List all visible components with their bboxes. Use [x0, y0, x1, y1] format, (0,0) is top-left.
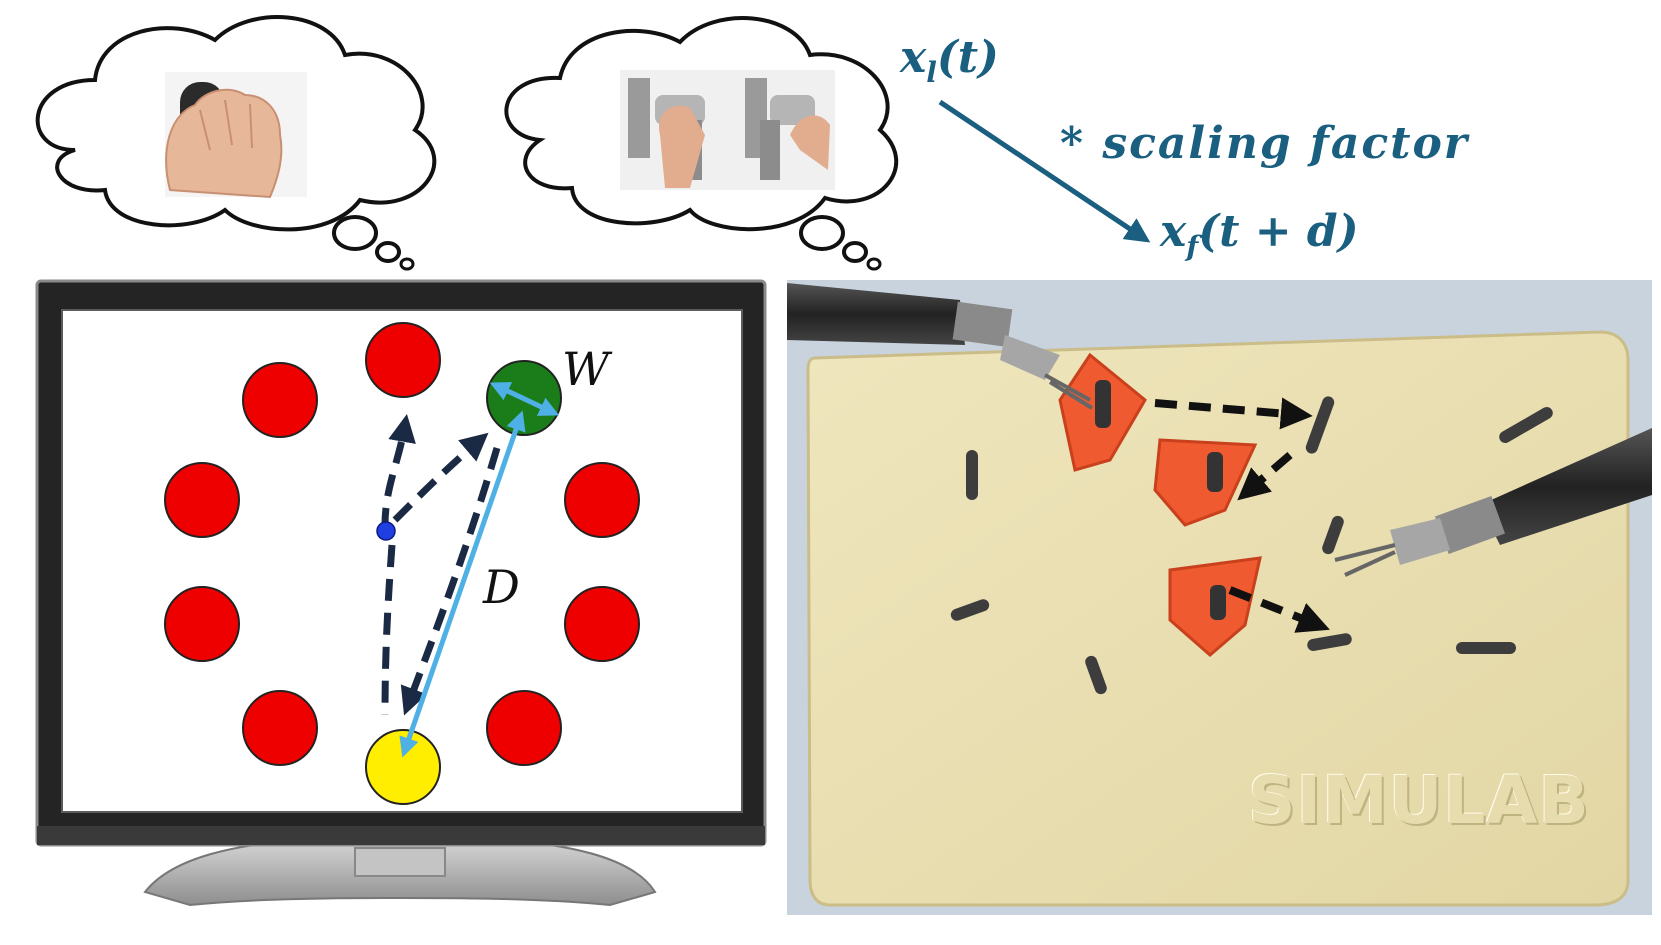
transfer-arrow [1237, 451, 1293, 501]
left-surgical-instrument [787, 283, 1094, 410]
thought-bubble-mid-2 [842, 241, 868, 263]
width-arrow [489, 382, 560, 416]
thought-cloud-robot-console [504, 16, 899, 271]
target-red [564, 586, 640, 662]
eq-argument: (t) [936, 32, 999, 83]
thought-cloud-mouse [35, 15, 437, 271]
transfer-arrow [1228, 586, 1330, 633]
target-red [564, 462, 640, 538]
distance-arrow [399, 410, 526, 758]
monitor-chin [37, 826, 765, 845]
thought-bubble-large [332, 215, 378, 251]
distance-label: D [483, 560, 520, 614]
target-red [486, 690, 562, 766]
cursor-path-down [381, 544, 396, 716]
cursor-dot [376, 521, 396, 541]
hand-on-mouse-image [165, 72, 307, 199]
eq-base: x [900, 32, 927, 83]
leader-position-equation: xl(t) [900, 32, 999, 89]
thought-bubble-small-2 [866, 257, 882, 271]
monitor-stand-neck [354, 847, 446, 877]
target-red [164, 586, 240, 662]
eq-argument: (t + d) [1198, 206, 1359, 257]
target-red [242, 362, 318, 438]
surgical-board-photo [787, 280, 1652, 915]
target-width-label: W [562, 342, 610, 396]
monitor [35, 279, 767, 907]
thought-bubble-small [399, 257, 415, 271]
robot-master-console-image [620, 70, 835, 190]
peg-ring [1153, 438, 1258, 527]
target-yellow-home [365, 729, 441, 805]
board-logo: SIMULAB [1248, 762, 1590, 839]
scaling-arrow [938, 99, 1151, 243]
follower-position-equation: xf(t + d) [1160, 206, 1359, 263]
target-red [164, 462, 240, 538]
eq-base: x [1160, 206, 1187, 257]
target-red [365, 322, 441, 398]
pegs [950, 396, 1553, 695]
thought-bubble-mid [375, 241, 401, 263]
thought-bubble-large-2 [799, 215, 845, 251]
right-surgical-instrument [1334, 428, 1652, 577]
cursor-path-up [381, 413, 416, 531]
eq-subscript: f [1186, 229, 1199, 263]
scaling-factor-equation: * scaling factor [1060, 118, 1469, 169]
eq-subscript: l [926, 55, 937, 89]
transfer-arrow [1154, 397, 1313, 430]
target-red [242, 690, 318, 766]
